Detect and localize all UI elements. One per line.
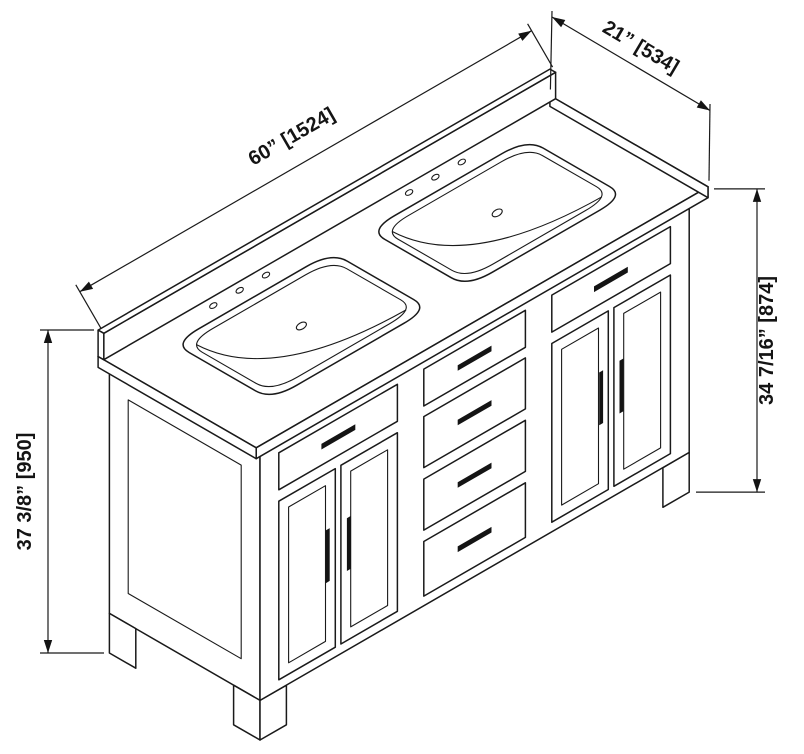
backsplash [97, 68, 557, 361]
double-sinks-and-faucet-holes [182, 143, 617, 396]
dimension-lines [40, 10, 765, 654]
overall-height-dimension-label: 37 3/8” [950] [14, 433, 36, 551]
counter-height-dimension-label: 34 7/16” [874] [756, 276, 778, 405]
width-dimension-label: 60” [1524] [245, 103, 339, 170]
cabinet-front-doors-and-drawers [259, 199, 690, 702]
